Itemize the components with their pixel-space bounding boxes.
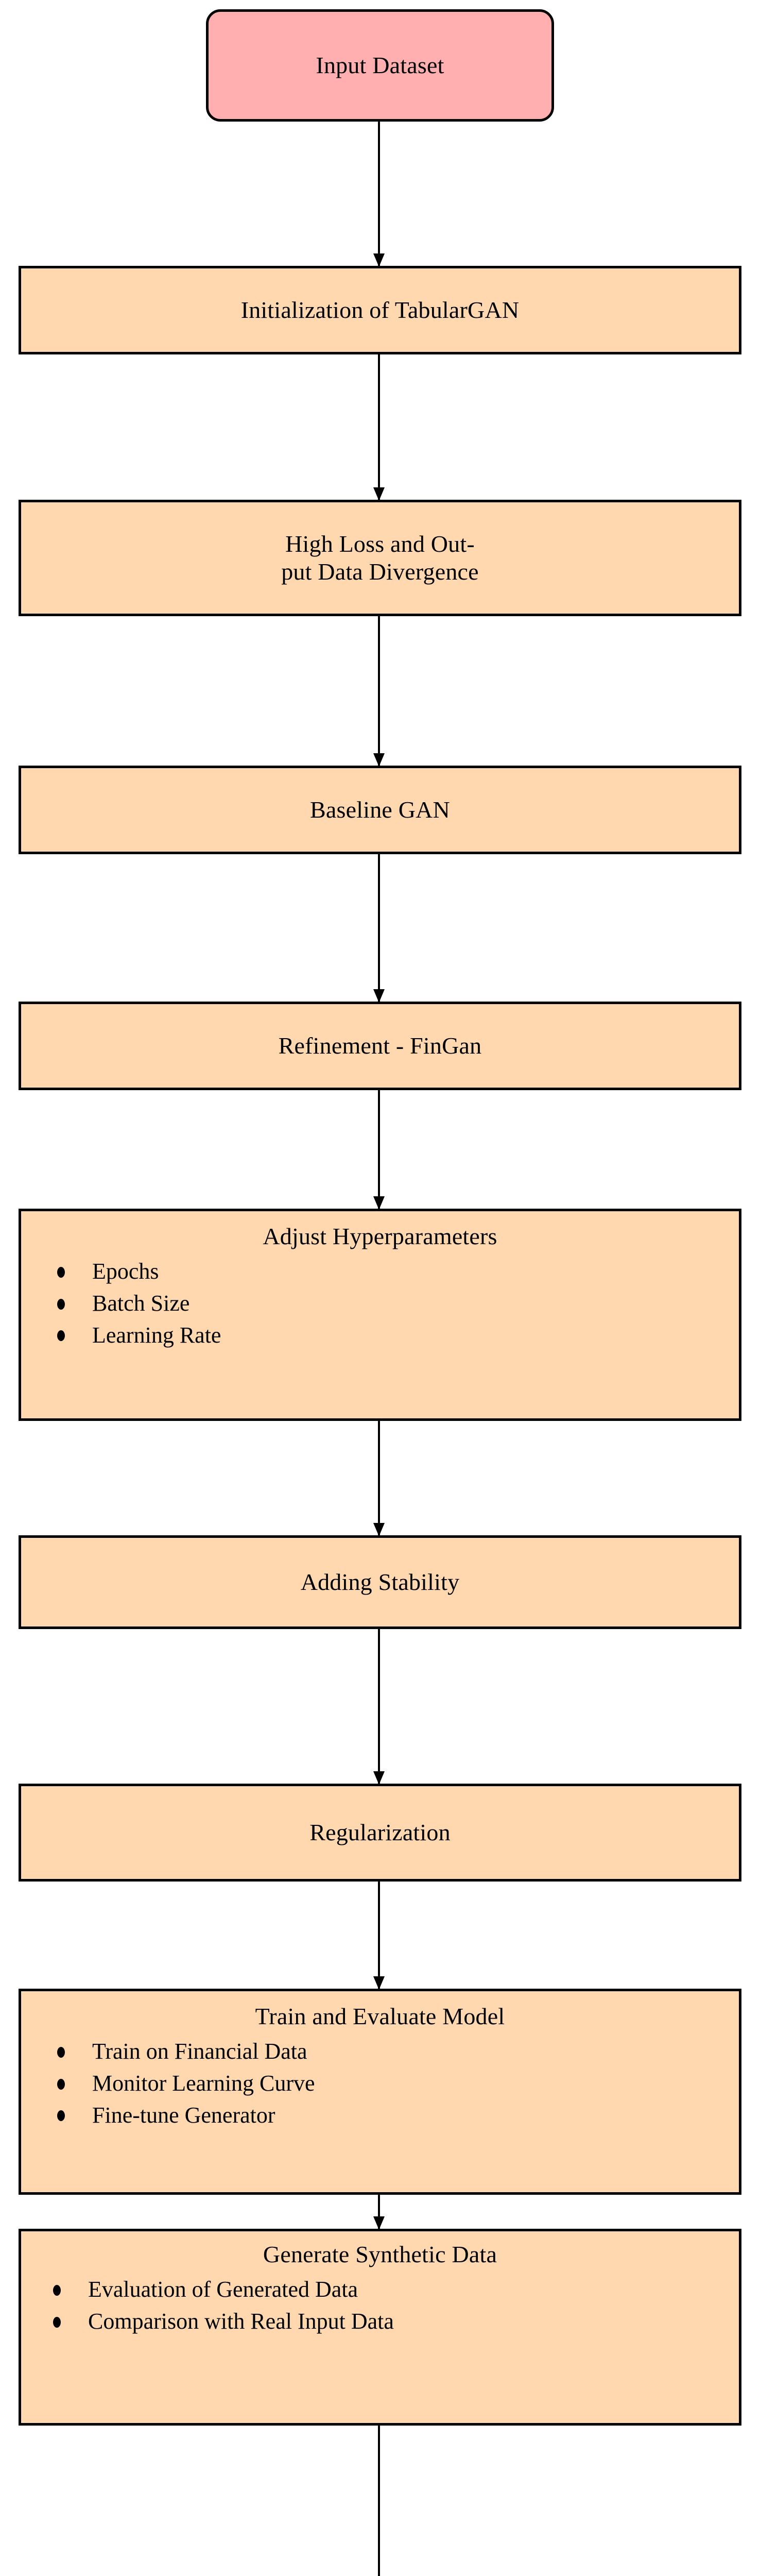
edge-regularization-to-train-and-evaluate xyxy=(378,1882,380,1989)
node-generate-synthetic-data-title: Generate Synthetic Data xyxy=(263,2241,497,2267)
node-baseline-gan-title: Baseline GAN xyxy=(310,796,450,823)
node-initialization-of-tabulargan-title: Initialization of TabularGAN xyxy=(240,296,520,323)
node-input-dataset[interactable]: Input Dataset xyxy=(206,9,554,122)
edge-initialization-to-high-loss xyxy=(378,354,380,500)
list-item: Comparison with Real Input Data xyxy=(44,2308,649,2335)
list-item: Fine-tune Generator xyxy=(48,2102,739,2129)
edge-input-dataset-to-initialization xyxy=(378,122,380,266)
list-item: Train on Financial Data xyxy=(48,2038,739,2065)
edge-adjust-hyperparameters-to-adding-stability xyxy=(378,1421,380,1535)
node-refinement-fingan-title: Refinement - FinGan xyxy=(278,1032,482,1059)
node-refinement-fingan[interactable]: Refinement - FinGan xyxy=(19,1002,741,1090)
node-high-loss-and-output-data-divergence[interactable]: High Loss and Out- put Data Divergence xyxy=(19,500,741,616)
edge-adding-stability-to-regularization xyxy=(378,1629,380,1784)
edge-train-and-evaluate-to-generate-synthetic-data xyxy=(378,2195,380,2229)
node-regularization[interactable]: Regularization xyxy=(19,1784,741,1882)
node-adding-stability-title: Adding Stability xyxy=(300,1568,460,1595)
node-input-dataset-title: Input Dataset xyxy=(316,52,444,78)
node-initialization-of-tabulargan[interactable]: Initialization of TabularGAN xyxy=(19,266,741,354)
list-item: Epochs xyxy=(48,1258,739,1285)
list-item: Monitor Learning Curve xyxy=(48,2070,739,2097)
node-regularization-title: Regularization xyxy=(309,1819,451,1845)
node-generate-synthetic-data-bullets: Evaluation of Generated Data Comparison … xyxy=(21,2276,739,2335)
node-generate-synthetic-data[interactable]: Generate Synthetic Data Evaluation of Ge… xyxy=(19,2229,741,2426)
node-adjust-hyperparameters-title: Adjust Hyperparameters xyxy=(263,1223,497,1249)
node-adjust-hyperparameters-bullets: Epochs Batch Size Learning Rate xyxy=(21,1258,739,1349)
edge-high-loss-to-baseline-gan xyxy=(378,616,380,766)
node-train-and-evaluate-model[interactable]: Train and Evaluate Model Train on Financ… xyxy=(19,1989,741,2195)
list-item: Learning Rate xyxy=(48,1321,739,1349)
list-item: Batch Size xyxy=(48,1290,739,1317)
node-train-and-evaluate-model-title: Train and Evaluate Model xyxy=(255,2003,505,2029)
edge-generate-synthetic-data-to-generated-dataset xyxy=(378,2426,380,2576)
edge-baseline-gan-to-refinement xyxy=(378,854,380,1002)
node-train-and-evaluate-model-bullets: Train on Financial Data Monitor Learning… xyxy=(21,2038,739,2129)
node-adjust-hyperparameters[interactable]: Adjust Hyperparameters Epochs Batch Size… xyxy=(19,1209,741,1421)
node-high-loss-and-output-data-divergence-title: High Loss and Out- put Data Divergence xyxy=(281,530,479,585)
edge-refinement-to-adjust-hyperparameters xyxy=(378,1090,380,1209)
node-baseline-gan[interactable]: Baseline GAN xyxy=(19,766,741,854)
node-adding-stability[interactable]: Adding Stability xyxy=(19,1535,741,1629)
list-item: Evaluation of Generated Data xyxy=(44,2276,739,2303)
